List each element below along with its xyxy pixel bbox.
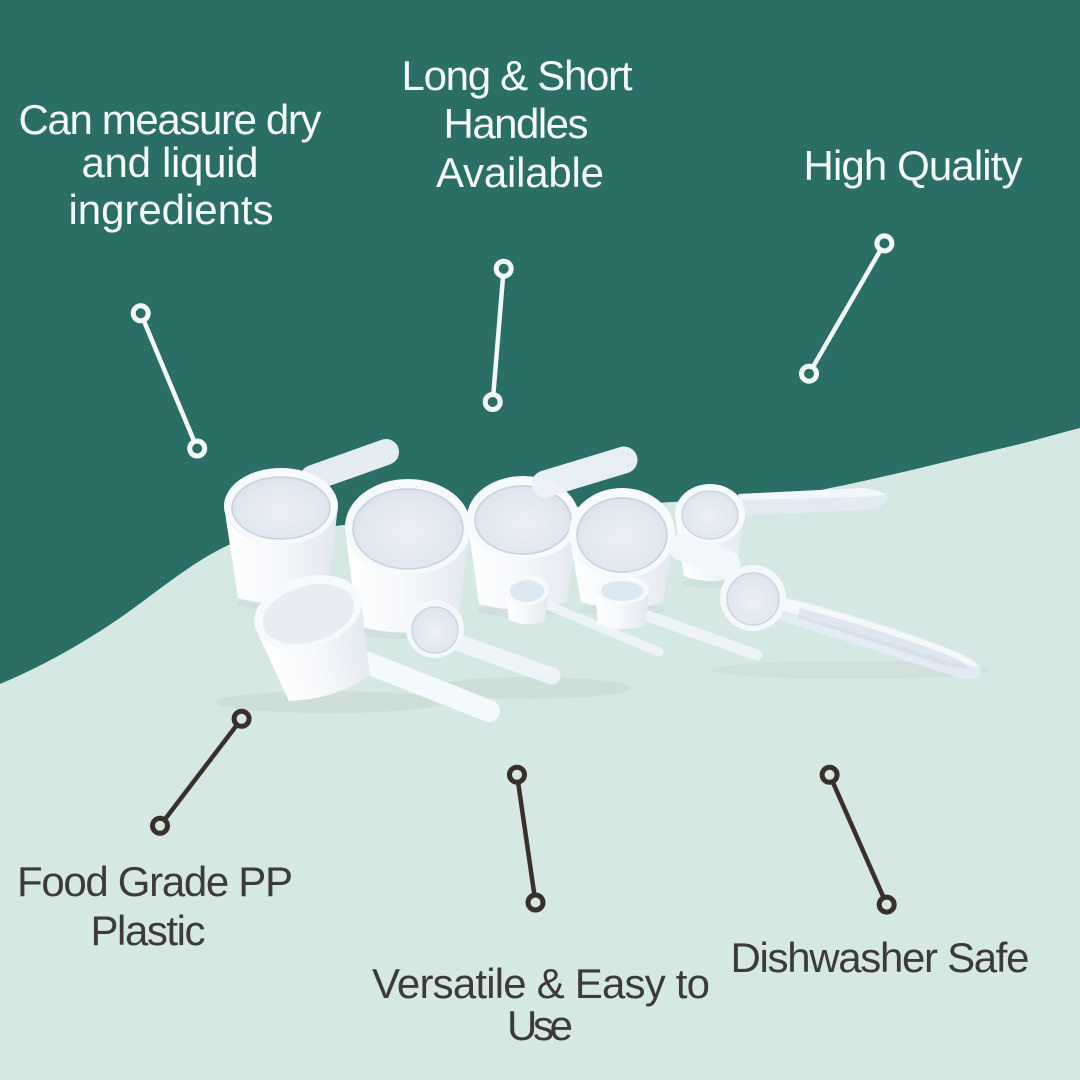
svg-text:Versatile & Easy to: Versatile & Easy to: [372, 960, 710, 1007]
svg-text:Food Grade PP: Food Grade PP: [17, 858, 293, 905]
svg-text:High Quality: High Quality: [804, 142, 1023, 189]
svg-text:Use: Use: [507, 1002, 573, 1049]
svg-text:Long & Short: Long & Short: [402, 52, 633, 99]
svg-text:Can measure dry: Can measure dry: [19, 96, 322, 143]
svg-text:Plastic: Plastic: [91, 907, 206, 954]
svg-text:Dishwasher Safe: Dishwasher Safe: [731, 934, 1030, 981]
svg-text:Handles: Handles: [444, 100, 589, 147]
svg-text:and liquid: and liquid: [82, 139, 259, 186]
svg-text:ingredients: ingredients: [69, 186, 274, 233]
svg-text:Available: Available: [436, 149, 604, 196]
